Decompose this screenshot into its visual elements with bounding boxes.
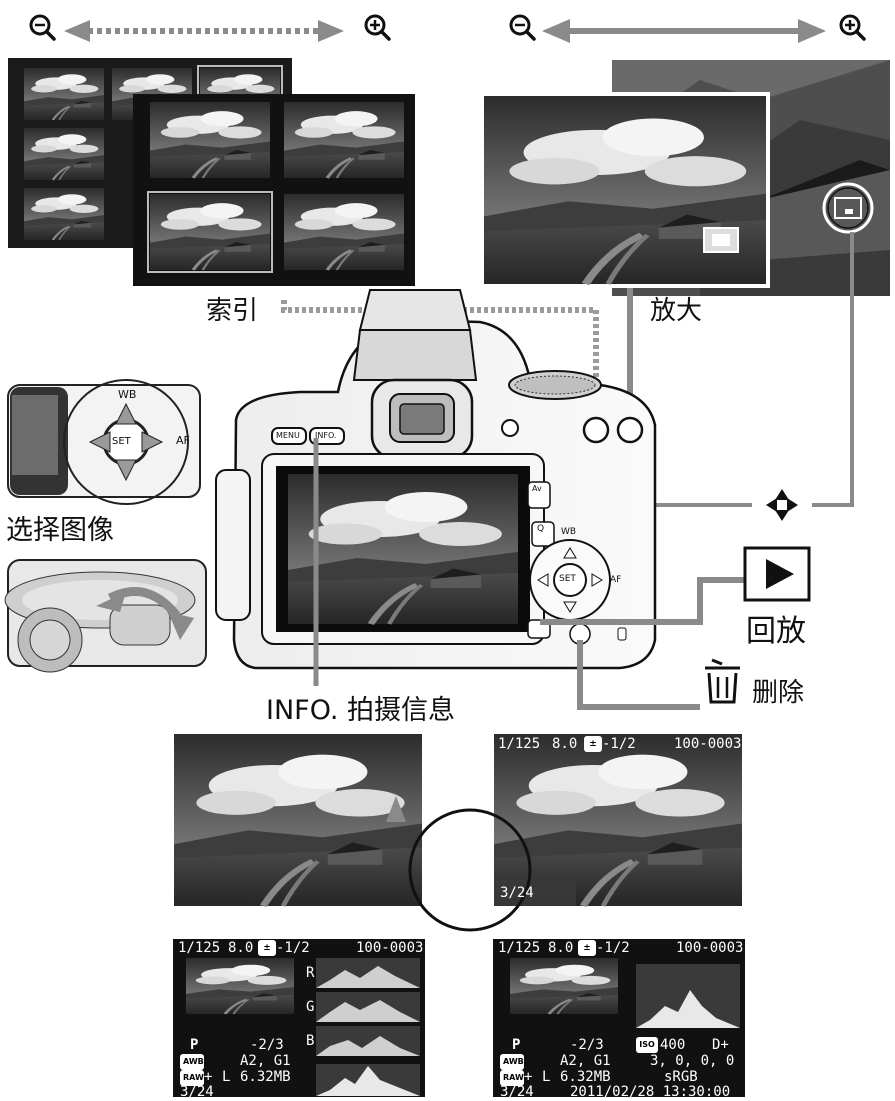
zoom-out-icon: [29, 14, 56, 41]
info-button[interactable]: INFO.: [315, 431, 337, 440]
bright-file-size: 6.32MB: [560, 1069, 611, 1085]
index-button: [582, 416, 610, 444]
rgb-quality-size: L: [222, 1069, 231, 1085]
wb-label: WB: [561, 527, 577, 537]
awb-icon: AWB: [180, 1054, 204, 1070]
menu-button[interactable]: MENU: [276, 431, 300, 440]
bright-aperture: 8.0: [548, 940, 574, 956]
zoom-in-icon: [839, 14, 866, 41]
exposure-comp-icon: ±: [578, 940, 596, 956]
basic-file-number: 100-0003: [674, 736, 742, 752]
rgb-counter: 3/24: [180, 1084, 214, 1100]
bright-d-plus: D+: [712, 1037, 729, 1053]
zoom-out-icon: [509, 14, 536, 41]
af-label: AF: [610, 575, 622, 585]
rgb-exposure: -1/2: [276, 940, 310, 956]
basic-counter: 3/24: [500, 885, 534, 901]
rgb-flash-comp: -2/3: [250, 1037, 284, 1053]
bright-shutter: 1/125: [498, 940, 541, 956]
magnify-button: [616, 416, 644, 444]
raw-icon: RAW: [500, 1070, 524, 1086]
cross-keys-closeup: [7, 379, 201, 505]
rgb-mode: P: [190, 1037, 199, 1053]
bright-wb-shift: A2, G1: [560, 1053, 611, 1069]
bright-datetime: 2011/02/28 13:30:00: [570, 1084, 731, 1100]
hist-g-label: G: [306, 999, 315, 1015]
zoom-in-icon: [364, 14, 391, 41]
cross-keys-icon: [766, 489, 798, 521]
bright-quality: +: [524, 1069, 533, 1085]
af-closeup-label: AF: [176, 434, 190, 447]
info-label: INFO. 拍摄信息: [266, 695, 456, 726]
bright-picture-style: 3, 0, 0, 0: [650, 1053, 735, 1069]
rgb-aperture: 8.0: [228, 940, 254, 956]
rgb-file-number: 100-0003: [356, 940, 424, 956]
wb-closeup-label: WB: [118, 388, 137, 401]
playback-screen-basic: [174, 734, 422, 906]
rgb-quality: +: [204, 1069, 213, 1085]
set-closeup-label: SET: [112, 436, 131, 447]
bright-counter: 3/24: [500, 1084, 534, 1100]
hist-r-label: R: [306, 965, 315, 981]
basic-aperture: 8.0: [552, 736, 578, 752]
bright-iso: 400: [660, 1037, 686, 1053]
exposure-comp-icon: ±: [584, 736, 602, 752]
bright-color-space: sRGB: [664, 1069, 698, 1085]
av-button[interactable]: Av: [532, 484, 542, 493]
q-button[interactable]: Q: [537, 524, 545, 534]
set-button[interactable]: SET: [559, 574, 576, 584]
playback-screen-basic-info: [494, 734, 742, 906]
index-screen-4: [133, 94, 415, 286]
play-icon: [743, 546, 811, 602]
playback-label: 回放: [746, 614, 806, 649]
bright-file-number: 100-0003: [676, 940, 744, 956]
iso-icon: ISO: [636, 1037, 658, 1053]
index-label: 索引: [206, 296, 259, 326]
main-dial-closeup: [4, 559, 207, 673]
bright-quality-size: L: [542, 1069, 551, 1085]
magnify-label: 放大: [650, 296, 703, 326]
camera-body: [215, 289, 657, 670]
playback-screen-histogram-bright: [491, 937, 747, 1099]
basic-shutter: 1/125: [498, 736, 541, 752]
rgb-file-size: 6.32MB: [240, 1069, 291, 1085]
bright-mode: P: [512, 1037, 521, 1053]
delete-label: 删除: [752, 678, 805, 708]
bright-flash-comp: -2/3: [570, 1037, 604, 1053]
awb-icon: AWB: [500, 1054, 524, 1070]
basic-exposure: -1/2: [602, 736, 636, 752]
hist-b-label: B: [306, 1033, 315, 1049]
rgb-wb-shift: A2, G1: [240, 1053, 291, 1069]
rgb-shutter: 1/125: [178, 940, 221, 956]
raw-icon: RAW: [180, 1070, 204, 1086]
trash-icon: [705, 658, 740, 704]
cycle-arrow: [386, 796, 406, 822]
select-image-label: 选择图像: [6, 515, 114, 546]
playback-screen-histogram-rgb: [171, 937, 427, 1099]
bright-exposure: -1/2: [596, 940, 630, 956]
exposure-comp-icon: ±: [258, 940, 276, 956]
magnified-image: [480, 92, 770, 288]
